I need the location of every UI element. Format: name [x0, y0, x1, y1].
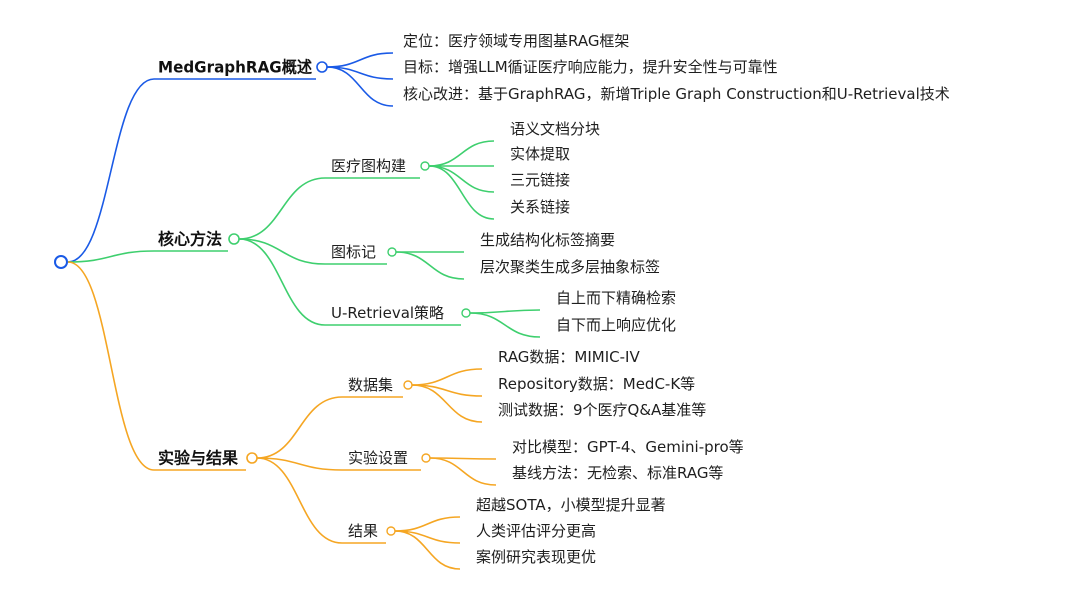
branch-label: 实验与结果: [158, 449, 238, 468]
topic-toggle[interactable]: [387, 247, 397, 257]
edge-branch-to-leaf: [326, 66, 394, 107]
leaf-label: 三元链接: [510, 171, 570, 189]
edge-branch-to-topic: [238, 238, 326, 326]
leaf-label: 关系链接: [510, 198, 570, 216]
edge-branch-to-topic: [256, 457, 343, 471]
edge-topic-to-leaf: [394, 530, 461, 570]
edge-topic-to-leaf: [469, 312, 541, 338]
edge-branch-to-topic: [256, 457, 343, 544]
topic-toggle[interactable]: [421, 453, 431, 463]
topic-toggle[interactable]: [386, 526, 396, 536]
leaf-label: 超越SOTA，小模型提升显著: [476, 496, 666, 514]
branch-label: 核心方法: [158, 230, 222, 249]
edge-topic-to-leaf: [428, 140, 495, 167]
leaf-label: 基线方法：无检索、标准RAG等: [512, 464, 723, 482]
leaf-label: 测试数据：9个医疗Q&A基准等: [498, 401, 706, 419]
leaf-label: 自上而下精确检索: [556, 289, 676, 307]
leaf-label: 自下而上响应优化: [556, 316, 676, 334]
branch-toggle[interactable]: [246, 452, 258, 464]
leaf-label: 生成结构化标签摘要: [480, 231, 615, 249]
topic-toggle[interactable]: [403, 380, 413, 390]
branch-toggle[interactable]: [228, 233, 240, 245]
edge-topic-to-leaf: [394, 516, 461, 532]
edge-root-to-branch: [67, 78, 155, 263]
leaf-label: 定位：医疗领域专用图基RAG框架: [403, 32, 629, 50]
topic-label: 图标记: [331, 243, 376, 261]
edge-branch-to-topic: [238, 238, 326, 265]
edge-branch-to-topic: [256, 396, 343, 459]
edge-branch-to-leaf: [326, 52, 394, 68]
leaf-label: Repository数据：MedC-K等: [498, 375, 695, 393]
edge-root-to-branch: [67, 250, 155, 263]
edge-topic-to-leaf: [428, 165, 495, 220]
topic-label: U-Retrieval策略: [331, 304, 444, 322]
mindmap-nodes: MedGraphRAG概述 定位：医疗领域专用图基RAG框架目标：增强LLM循证医…: [54, 32, 950, 566]
edge-topic-to-leaf: [428, 165, 495, 193]
leaf-label: 对比模型：GPT-4、Gemini-pro等: [512, 438, 744, 456]
edge-topic-to-leaf: [469, 309, 541, 314]
leaf-label: RAG数据：MIMIC-IV: [498, 348, 640, 366]
leaf-label: 实体提取: [510, 145, 570, 163]
topic-label: 结果: [348, 522, 378, 540]
root-node[interactable]: [54, 255, 68, 269]
leaf-label: 目标：增强LLM循证医疗响应能力，提升安全性与可靠性: [403, 58, 778, 76]
topic-label: 医疗图构建: [331, 157, 406, 175]
edge-topic-to-leaf: [411, 384, 483, 423]
leaf-label: 语义文档分块: [510, 120, 600, 138]
leaf-label: 案例研究表现更优: [476, 548, 596, 566]
mindmap-edges: [67, 52, 541, 570]
leaf-label: 层次聚类生成多层抽象标签: [480, 258, 660, 276]
branch-toggle[interactable]: [316, 61, 328, 73]
edge-topic-to-leaf: [429, 457, 497, 486]
edge-root-to-branch: [67, 261, 155, 471]
topic-toggle[interactable]: [461, 308, 471, 318]
branch-label: MedGraphRAG概述: [158, 58, 312, 77]
edge-topic-to-leaf: [411, 368, 483, 386]
edge-topic-to-leaf: [395, 251, 465, 280]
topic-label: 实验设置: [348, 449, 408, 467]
edge-branch-to-topic: [238, 177, 326, 240]
topic-label: 数据集: [348, 376, 393, 394]
leaf-label: 人类评估评分更高: [476, 522, 596, 540]
topic-toggle[interactable]: [420, 161, 430, 171]
leaf-label: 核心改进：基于GraphRAG，新增Triple Graph Construct…: [403, 85, 950, 103]
